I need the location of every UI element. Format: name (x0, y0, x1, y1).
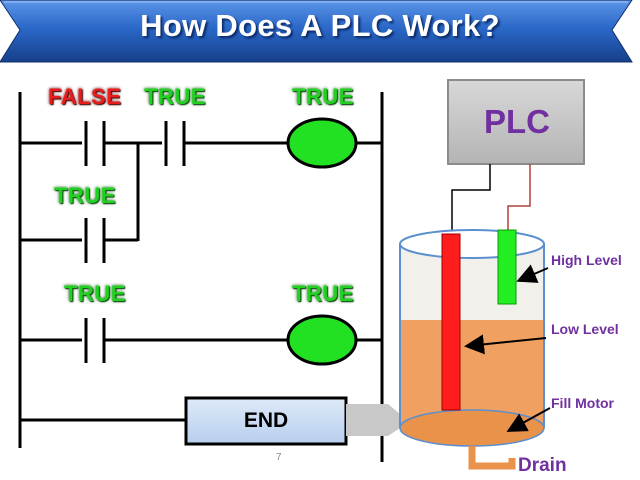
drain-label: Drain (518, 455, 567, 476)
contact-false (84, 121, 106, 166)
plc-box (447, 79, 585, 165)
high-level-sensor (497, 229, 517, 305)
arrow-low-level (464, 334, 547, 355)
low-level-label: Low Level (551, 321, 619, 337)
arrow-fill-motor (506, 407, 551, 432)
page-title: How Does A PLC Work? (140, 8, 500, 43)
rung-2 (20, 314, 382, 366)
end-box (184, 396, 348, 446)
rung-1 (20, 117, 382, 169)
contact-true-1 (164, 121, 186, 166)
banner-shape (0, 0, 633, 63)
fill-motor-disk (399, 409, 545, 447)
coil-state-1: TRUE (292, 84, 354, 109)
plc-label: PLC (484, 103, 550, 140)
drain-pipe (468, 446, 516, 470)
branch-rung (20, 143, 140, 263)
title-banner: How Does A PLC Work? (0, 0, 640, 64)
low-level-sensor (441, 233, 461, 411)
contact-state-rung2: TRUE (64, 281, 126, 306)
arrow-high-level (516, 264, 549, 283)
branch-contact-state: TRUE (54, 183, 116, 208)
tank (399, 229, 545, 447)
coil-state-2: TRUE (292, 281, 354, 306)
contact-state-true-1: TRUE (144, 84, 206, 109)
end-connector (346, 404, 400, 436)
end-label: END (243, 409, 289, 432)
page-number: 7 (276, 452, 282, 463)
fill-motor-label: Fill Motor (551, 395, 614, 411)
plc-wire-high (507, 164, 531, 232)
high-level-label: High Level (551, 252, 622, 268)
coil-2 (286, 314, 358, 366)
plc-wire-low (451, 164, 491, 236)
coil-1 (286, 117, 358, 169)
contact-state-false: FALSE (48, 84, 122, 109)
